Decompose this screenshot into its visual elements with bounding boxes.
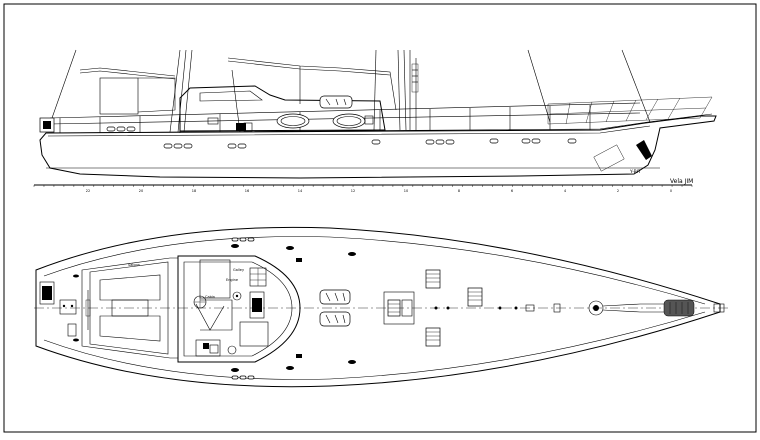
sheet-border — [3, 3, 757, 433]
scale-label: 12 — [351, 189, 355, 193]
bimini-frames — [79, 57, 397, 111]
deck-cleats — [73, 244, 356, 372]
foredeck-hardware — [434, 299, 725, 317]
scale-label: 6 — [511, 189, 513, 193]
scale-label: 10 — [404, 189, 408, 193]
hull-profile — [39, 115, 717, 179]
hull-mark: Y-BIT — [629, 169, 641, 175]
profile-view: Vela JIM Y-BIT — [39, 49, 717, 185]
cockpit — [39, 257, 179, 359]
scale-label: 16 — [245, 189, 249, 193]
scale-label: 22 — [86, 189, 90, 193]
scale-label: 8 — [458, 189, 460, 193]
label-cabin: Cabin — [205, 295, 215, 299]
scale-label: 20 — [139, 189, 143, 193]
label-engine: Engine — [226, 278, 238, 282]
profile-title: Vela JIM — [670, 178, 693, 185]
hull-plan — [35, 226, 721, 388]
plan-view: Galley Cabin Engine Saloon — [34, 226, 730, 388]
rigging — [51, 49, 651, 133]
label-galley: Galley — [233, 268, 244, 272]
deckhouse-plan: Galley Cabin Engine Saloon — [128, 255, 301, 363]
scale-label: 2 — [617, 189, 619, 193]
scale-label: 0 — [670, 189, 672, 193]
plan-portholes — [231, 237, 255, 380]
deck-fittings — [39, 95, 652, 172]
bow-pulpit — [547, 96, 713, 125]
scale-label: 14 — [298, 189, 303, 193]
scale-label: 18 — [192, 189, 196, 193]
label-saloon: Saloon — [128, 263, 140, 267]
scale-label: 4 — [564, 189, 567, 193]
deck-boxes — [319, 269, 483, 347]
deckhouse — [99, 77, 386, 132]
portholes — [106, 126, 577, 149]
